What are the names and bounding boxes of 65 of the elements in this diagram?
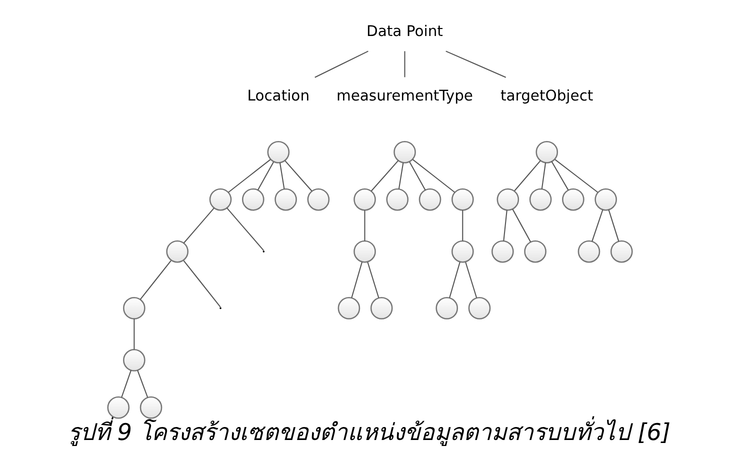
connector: [139, 260, 171, 300]
connector: [278, 162, 284, 188]
connector: [284, 160, 312, 191]
node-circle: [524, 240, 546, 262]
node-circle: [577, 240, 600, 262]
connector: [514, 160, 540, 191]
connector: [462, 210, 463, 240]
connector: [464, 261, 477, 298]
node-circle: [418, 188, 441, 210]
node-circle: [450, 188, 474, 210]
node-circle: [370, 296, 392, 319]
connector: [120, 370, 131, 398]
node-circle: [528, 188, 552, 210]
node-circle: [266, 140, 290, 163]
node-circle: [306, 188, 330, 210]
node-circle: [337, 296, 360, 319]
node-circle: [241, 188, 264, 210]
connector: [448, 261, 460, 298]
connector: [133, 318, 134, 350]
connector: [364, 210, 365, 240]
node-circle: [353, 188, 376, 210]
node-circle: [450, 240, 474, 262]
node-circle: [166, 240, 188, 262]
connector: [136, 370, 148, 398]
node-circle: [435, 296, 458, 319]
node-circle: [208, 188, 232, 210]
node-circle: [490, 240, 514, 262]
node-text: Data Point: [366, 22, 442, 40]
connector: [502, 210, 507, 240]
node-text: Location: [246, 86, 310, 104]
connector: [404, 50, 405, 77]
node-circle: [386, 188, 408, 210]
connector: [591, 209, 603, 242]
connector: [370, 160, 398, 191]
connector: [350, 261, 362, 298]
node-text: measurementType: [336, 86, 472, 104]
node-circle: [353, 240, 376, 262]
connector: [182, 207, 214, 243]
connector: [366, 261, 379, 298]
node-circle: [393, 140, 416, 163]
connector: [398, 162, 404, 188]
node-circle: [610, 240, 632, 262]
node-circle: [562, 188, 584, 210]
node-circle: [122, 296, 145, 319]
connector: [554, 158, 598, 192]
connector: [226, 207, 264, 250]
node-circle: [535, 140, 558, 163]
connector: [408, 161, 426, 190]
connector: [182, 260, 220, 307]
node-text: targetObject: [500, 86, 593, 104]
connector: [540, 162, 546, 188]
connector: [412, 158, 454, 192]
node-circle: [468, 296, 490, 319]
connector: [512, 208, 531, 242]
node-circle: [594, 188, 616, 210]
connector: [228, 158, 270, 192]
connector: [608, 209, 619, 242]
connector: [314, 50, 368, 78]
node-circle: [106, 396, 130, 418]
connector: [550, 160, 568, 190]
node-circle: [496, 188, 519, 210]
connector: [256, 161, 274, 190]
connector: [445, 50, 506, 78]
node-circle: [274, 188, 296, 210]
node-circle: [122, 348, 145, 371]
